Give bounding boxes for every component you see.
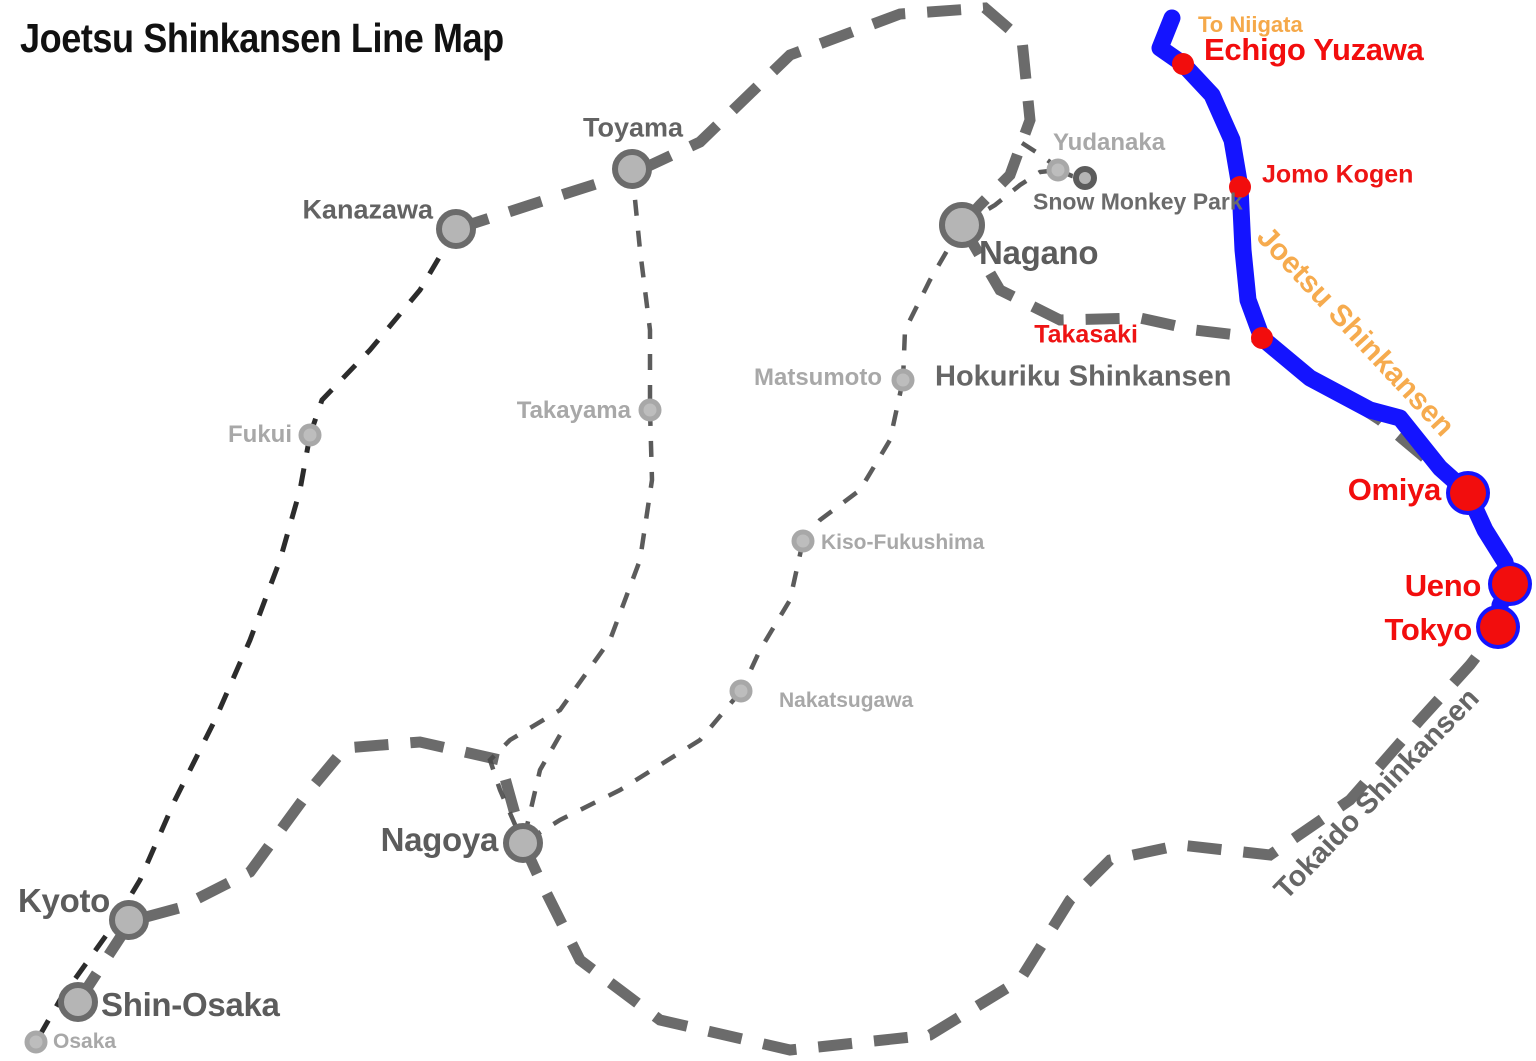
station-label-snow-monkey-park: Snow Monkey Park	[1033, 188, 1243, 215]
hokuriku-shinkansen-label: Hokuriku Shinkansen	[935, 360, 1232, 393]
station-label-fukui: Fukui	[228, 421, 292, 448]
station-label-kanazawa: Kanazawa	[302, 194, 433, 225]
station-label-yudanaka: Yudanaka	[1053, 129, 1166, 156]
station-marker-snow-monkey-park[interactable]	[1073, 166, 1097, 190]
station-label-matsumoto: Matsumoto	[754, 364, 882, 391]
station-marker-fukui[interactable]	[298, 423, 322, 447]
station-marker-osaka[interactable]	[24, 1030, 48, 1054]
station-marker-nagano[interactable]	[939, 202, 985, 248]
station-marker-toyama[interactable]	[612, 149, 652, 189]
station-label-kyoto: Kyoto	[18, 882, 110, 919]
station-marker-matsumoto[interactable]	[891, 368, 915, 392]
station-marker-shin-osaka[interactable]	[58, 982, 98, 1022]
station-marker-ueno[interactable]	[1492, 566, 1528, 602]
station-label-tokyo: Tokyo	[1384, 612, 1473, 647]
station-marker-takasaki[interactable]	[1251, 327, 1273, 349]
station-markers	[24, 53, 1532, 1054]
station-label-nagoya: Nagoya	[380, 821, 499, 858]
station-marker-omiya[interactable]	[1450, 475, 1486, 511]
station-marker-yudanaka[interactable]	[1046, 158, 1070, 182]
station-marker-echigo-yuzawa[interactable]	[1172, 53, 1194, 75]
local-rail-lines	[33, 227, 459, 1044]
station-label-nagano: Nagano	[979, 234, 1099, 271]
station-label-nakatsugawa: Nakatsugawa	[779, 689, 914, 712]
local-rail-lines-secondary	[487, 141, 1086, 845]
station-marker-nakatsugawa[interactable]	[729, 679, 753, 703]
station-label-jomo-kogen: Jomo Kogen	[1262, 160, 1414, 189]
station-marker-tokyo[interactable]	[1480, 609, 1516, 645]
joetsu-shinkansen-route	[1151, 9, 1519, 636]
station-label-osaka: Osaka	[53, 1030, 117, 1053]
station-marker-takayama[interactable]	[638, 398, 662, 422]
station-marker-kiso-fukushima[interactable]	[791, 529, 815, 553]
station-marker-nagoya[interactable]	[503, 823, 543, 863]
station-marker-kanazawa[interactable]	[436, 209, 476, 249]
station-marker-jomo-kogen[interactable]	[1229, 176, 1251, 198]
direction-label-to-niigata: To Niigata	[1198, 12, 1303, 37]
station-label-kiso-fukushima: Kiso-Fukushima	[821, 531, 985, 554]
station-marker-kyoto[interactable]	[109, 900, 149, 940]
page-title: Joetsu Shinkansen Line Map	[20, 15, 504, 61]
station-label-ueno: Ueno	[1404, 568, 1482, 603]
station-label-echigo-yuzawa: Echigo Yuzawa	[1204, 32, 1424, 67]
station-label-toyama: Toyama	[583, 112, 684, 143]
station-label-takasaki: Takasaki	[1034, 320, 1138, 349]
station-label-omiya: Omiya	[1347, 472, 1442, 507]
station-label-takayama: Takayama	[516, 397, 631, 424]
station-label-shin-osaka: Shin-Osaka	[101, 986, 280, 1023]
